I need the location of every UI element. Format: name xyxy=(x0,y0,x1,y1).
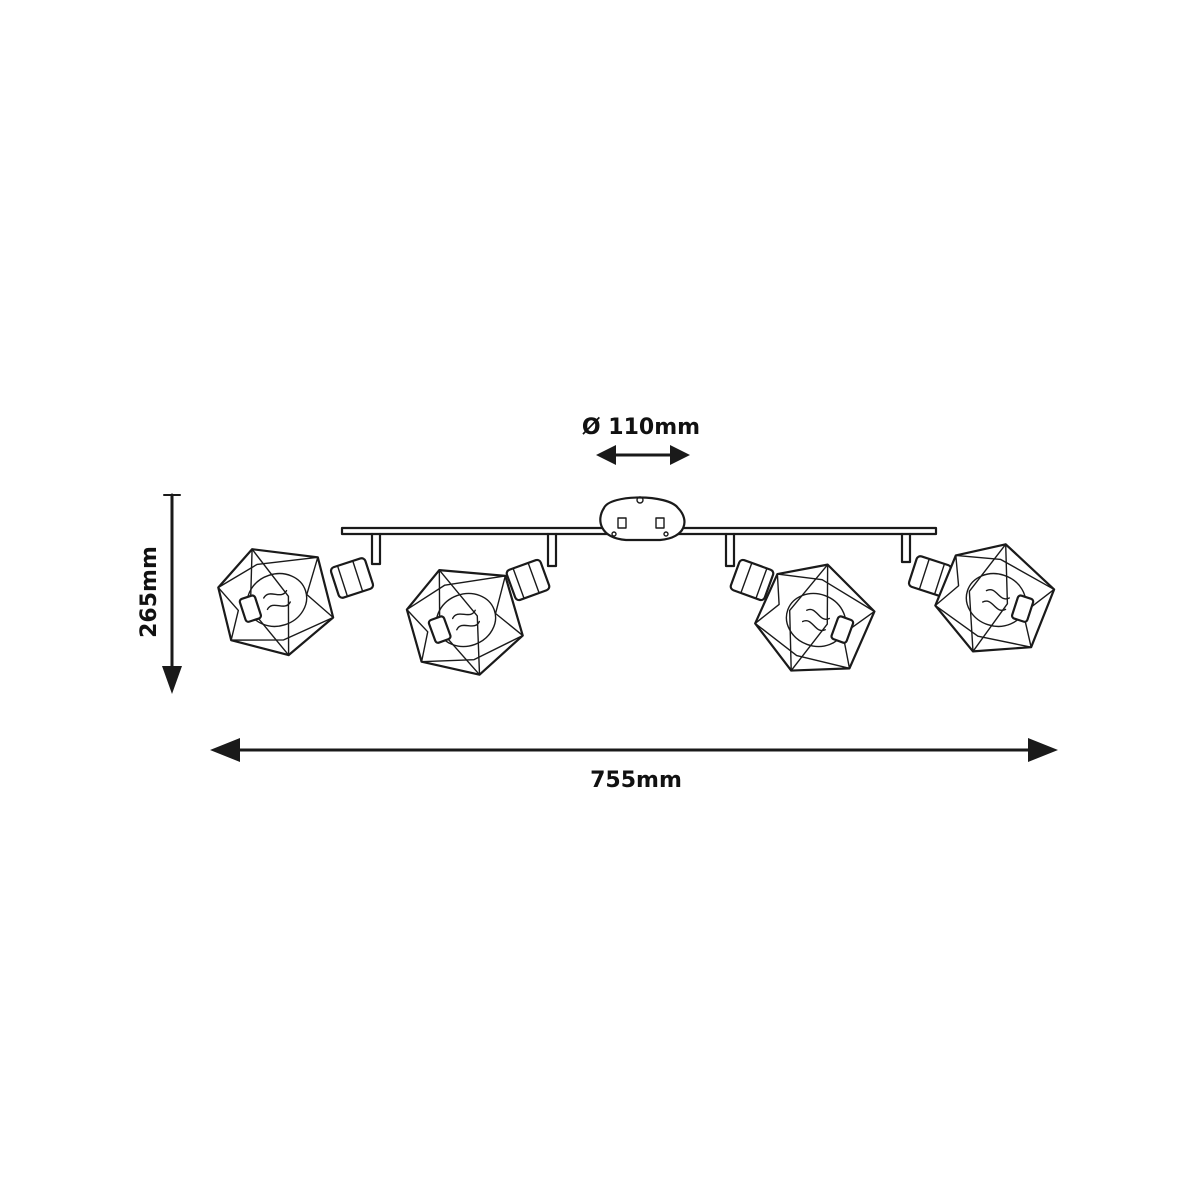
arrowhead-down-icon xyxy=(162,666,182,694)
cage-shade xyxy=(754,563,876,672)
cage-shade xyxy=(934,543,1056,653)
diameter-dimension: Ø 110mm xyxy=(582,415,700,465)
spot-arm xyxy=(724,532,736,568)
height-dimension: 265mm xyxy=(137,493,182,694)
spot-arm xyxy=(900,532,912,564)
spot-holder xyxy=(505,558,551,602)
spotlight-2 xyxy=(405,532,558,676)
mounting-bar xyxy=(340,526,938,536)
cage-shade xyxy=(405,569,524,676)
spotlight-1 xyxy=(217,532,382,657)
spot-holder xyxy=(729,558,775,602)
arrowhead-right-icon xyxy=(670,445,690,465)
height-label: 265mm xyxy=(137,546,162,638)
spotlights-group xyxy=(217,532,1056,676)
arrowhead-left-icon xyxy=(210,738,240,762)
spotlight-3 xyxy=(724,532,876,672)
spotlight-4 xyxy=(900,532,1056,653)
fixture-body xyxy=(340,496,938,542)
spot-holder xyxy=(329,557,375,599)
width-label: 755mm xyxy=(590,768,682,793)
diameter-label: Ø 110mm xyxy=(582,415,700,440)
spot-arm xyxy=(546,532,558,568)
arrowhead-left-icon xyxy=(596,445,616,465)
ceiling-canopy xyxy=(599,496,686,542)
diameter-arrow xyxy=(596,445,690,465)
spot-arm xyxy=(370,532,382,566)
width-dimension: 755mm xyxy=(210,738,1058,793)
cage-shade xyxy=(217,548,335,657)
arrowhead-right-icon xyxy=(1028,738,1058,762)
